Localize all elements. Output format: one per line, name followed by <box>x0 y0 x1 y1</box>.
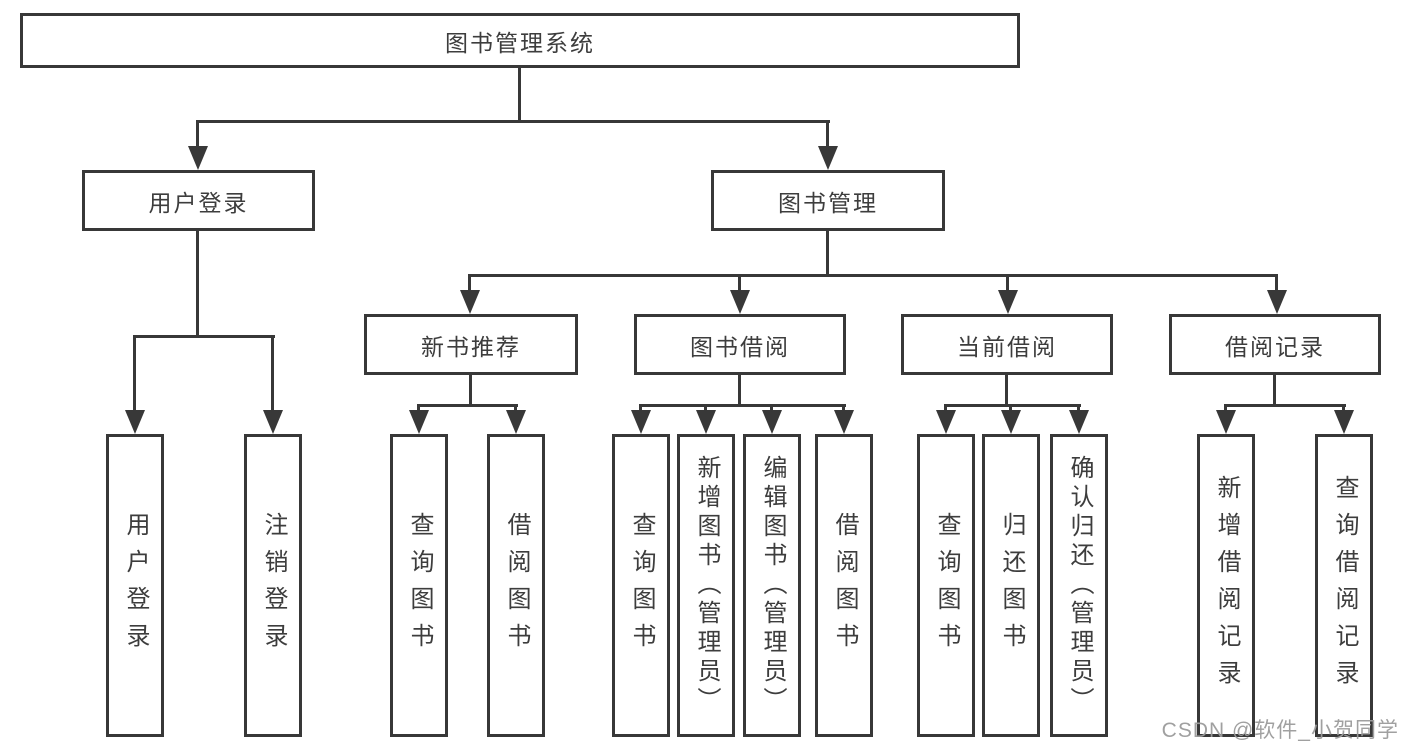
leaf-label: 编辑图书（管理员） <box>759 455 786 716</box>
connector-segment <box>518 67 521 122</box>
arrow-down-icon <box>1267 290 1287 314</box>
node-label: 图书管理 <box>778 189 878 216</box>
connector-segment <box>826 120 829 150</box>
connector-segment <box>738 374 741 407</box>
arrow-down-icon <box>818 146 838 170</box>
leaf-label: 借阅图书 <box>503 511 530 660</box>
node-book-management: 图书管理 <box>711 170 945 231</box>
leaf-label: 新增图书（管理员） <box>693 455 720 716</box>
csdn-watermark: CSDN @软件_小贺同学 <box>1161 719 1399 742</box>
leaf-user-login: 用户登录 <box>106 434 164 737</box>
leaf-label: 确认归还（管理员） <box>1066 455 1093 716</box>
connector-segment <box>1006 274 1009 294</box>
connector-segment <box>944 404 1081 407</box>
connector-segment <box>704 404 707 414</box>
arrow-down-icon <box>730 290 750 314</box>
connector-segment <box>468 274 471 294</box>
connector-segment <box>417 404 518 407</box>
leaf-label: 查询图书 <box>406 511 433 660</box>
arrow-down-icon <box>936 410 956 434</box>
arrow-down-icon <box>188 146 208 170</box>
arrow-down-icon <box>1001 410 1021 434</box>
leaf-query-books-current: 查询图书 <box>917 434 975 737</box>
leaf-add-borrow-record: 新增借阅记录 <box>1197 434 1255 737</box>
leaf-query-books-recommend: 查询图书 <box>390 434 448 737</box>
arrow-down-icon <box>696 410 716 434</box>
leaf-label: 注销登录 <box>260 511 287 660</box>
connector-segment <box>826 231 829 277</box>
arrow-down-icon <box>125 410 145 434</box>
node-new-book-recommend: 新书推荐 <box>364 314 578 375</box>
node-label: 新书推荐 <box>421 333 521 360</box>
connector-segment <box>1273 374 1276 407</box>
arrow-down-icon <box>631 410 651 434</box>
node-library-system: 图书管理系统 <box>20 13 1020 68</box>
connector-segment <box>469 374 472 407</box>
connector-segment <box>738 274 741 294</box>
node-current-borrow: 当前借阅 <box>901 314 1113 375</box>
connector-segment <box>197 120 830 123</box>
node-label: 图书借阅 <box>690 333 790 360</box>
leaf-label: 查询图书 <box>628 511 655 660</box>
arrow-down-icon <box>506 410 526 434</box>
connector-segment <box>1009 404 1012 414</box>
connector-segment <box>639 404 642 414</box>
arrow-down-icon <box>263 410 283 434</box>
leaf-query-books-borrow: 查询图书 <box>612 434 670 737</box>
leaf-label: 新增借阅记录 <box>1213 474 1240 697</box>
leaf-confirm-return-admin: 确认归还（管理员） <box>1050 434 1108 737</box>
leaf-label: 查询借阅记录 <box>1331 474 1358 697</box>
connector-segment <box>1077 404 1080 414</box>
arrow-down-icon <box>1216 410 1236 434</box>
connector-segment <box>842 404 845 414</box>
connector-segment <box>1224 404 1227 414</box>
arrow-down-icon <box>1069 410 1089 434</box>
node-borrow-records: 借阅记录 <box>1169 314 1381 375</box>
leaf-query-borrow-record: 查询借阅记录 <box>1315 434 1373 737</box>
connector-segment <box>417 404 420 414</box>
leaf-logout: 注销登录 <box>244 434 302 737</box>
node-label: 当前借阅 <box>957 333 1057 360</box>
connector-segment <box>468 274 1278 277</box>
arrow-down-icon <box>998 290 1018 314</box>
node-book-borrow: 图书借阅 <box>634 314 846 375</box>
node-user-login: 用户登录 <box>82 170 315 231</box>
connector-segment <box>1224 404 1346 407</box>
arrow-down-icon <box>834 410 854 434</box>
connector-segment <box>196 120 199 150</box>
leaf-edit-books-admin: 编辑图书（管理员） <box>743 434 801 737</box>
connector-segment <box>133 335 275 338</box>
arrow-down-icon <box>1334 410 1354 434</box>
connector-segment <box>271 335 274 415</box>
connector-segment <box>514 404 517 414</box>
node-label: 图书管理系统 <box>445 29 595 56</box>
leaf-return-books: 归还图书 <box>982 434 1040 737</box>
leaf-label: 归还图书 <box>998 511 1025 660</box>
connector-segment <box>770 404 773 414</box>
leaf-add-books-admin: 新增图书（管理员） <box>677 434 735 737</box>
connector-segment <box>133 335 136 415</box>
leaf-label: 用户登录 <box>122 511 149 660</box>
connector-segment <box>944 404 947 414</box>
arrow-down-icon <box>762 410 782 434</box>
connector-segment <box>196 231 199 338</box>
connector-segment <box>1275 274 1278 294</box>
leaf-borrow-books-recommend: 借阅图书 <box>487 434 545 737</box>
node-label: 用户登录 <box>148 189 249 216</box>
connector-segment <box>1342 404 1345 414</box>
leaf-label: 查询图书 <box>933 511 960 660</box>
leaf-borrow-books: 借阅图书 <box>815 434 873 737</box>
arrow-down-icon <box>460 290 480 314</box>
arrow-down-icon <box>409 410 429 434</box>
node-label: 借阅记录 <box>1225 333 1325 360</box>
leaf-label: 借阅图书 <box>831 511 858 660</box>
connector-segment <box>1005 374 1008 407</box>
connector-segment <box>639 404 846 407</box>
